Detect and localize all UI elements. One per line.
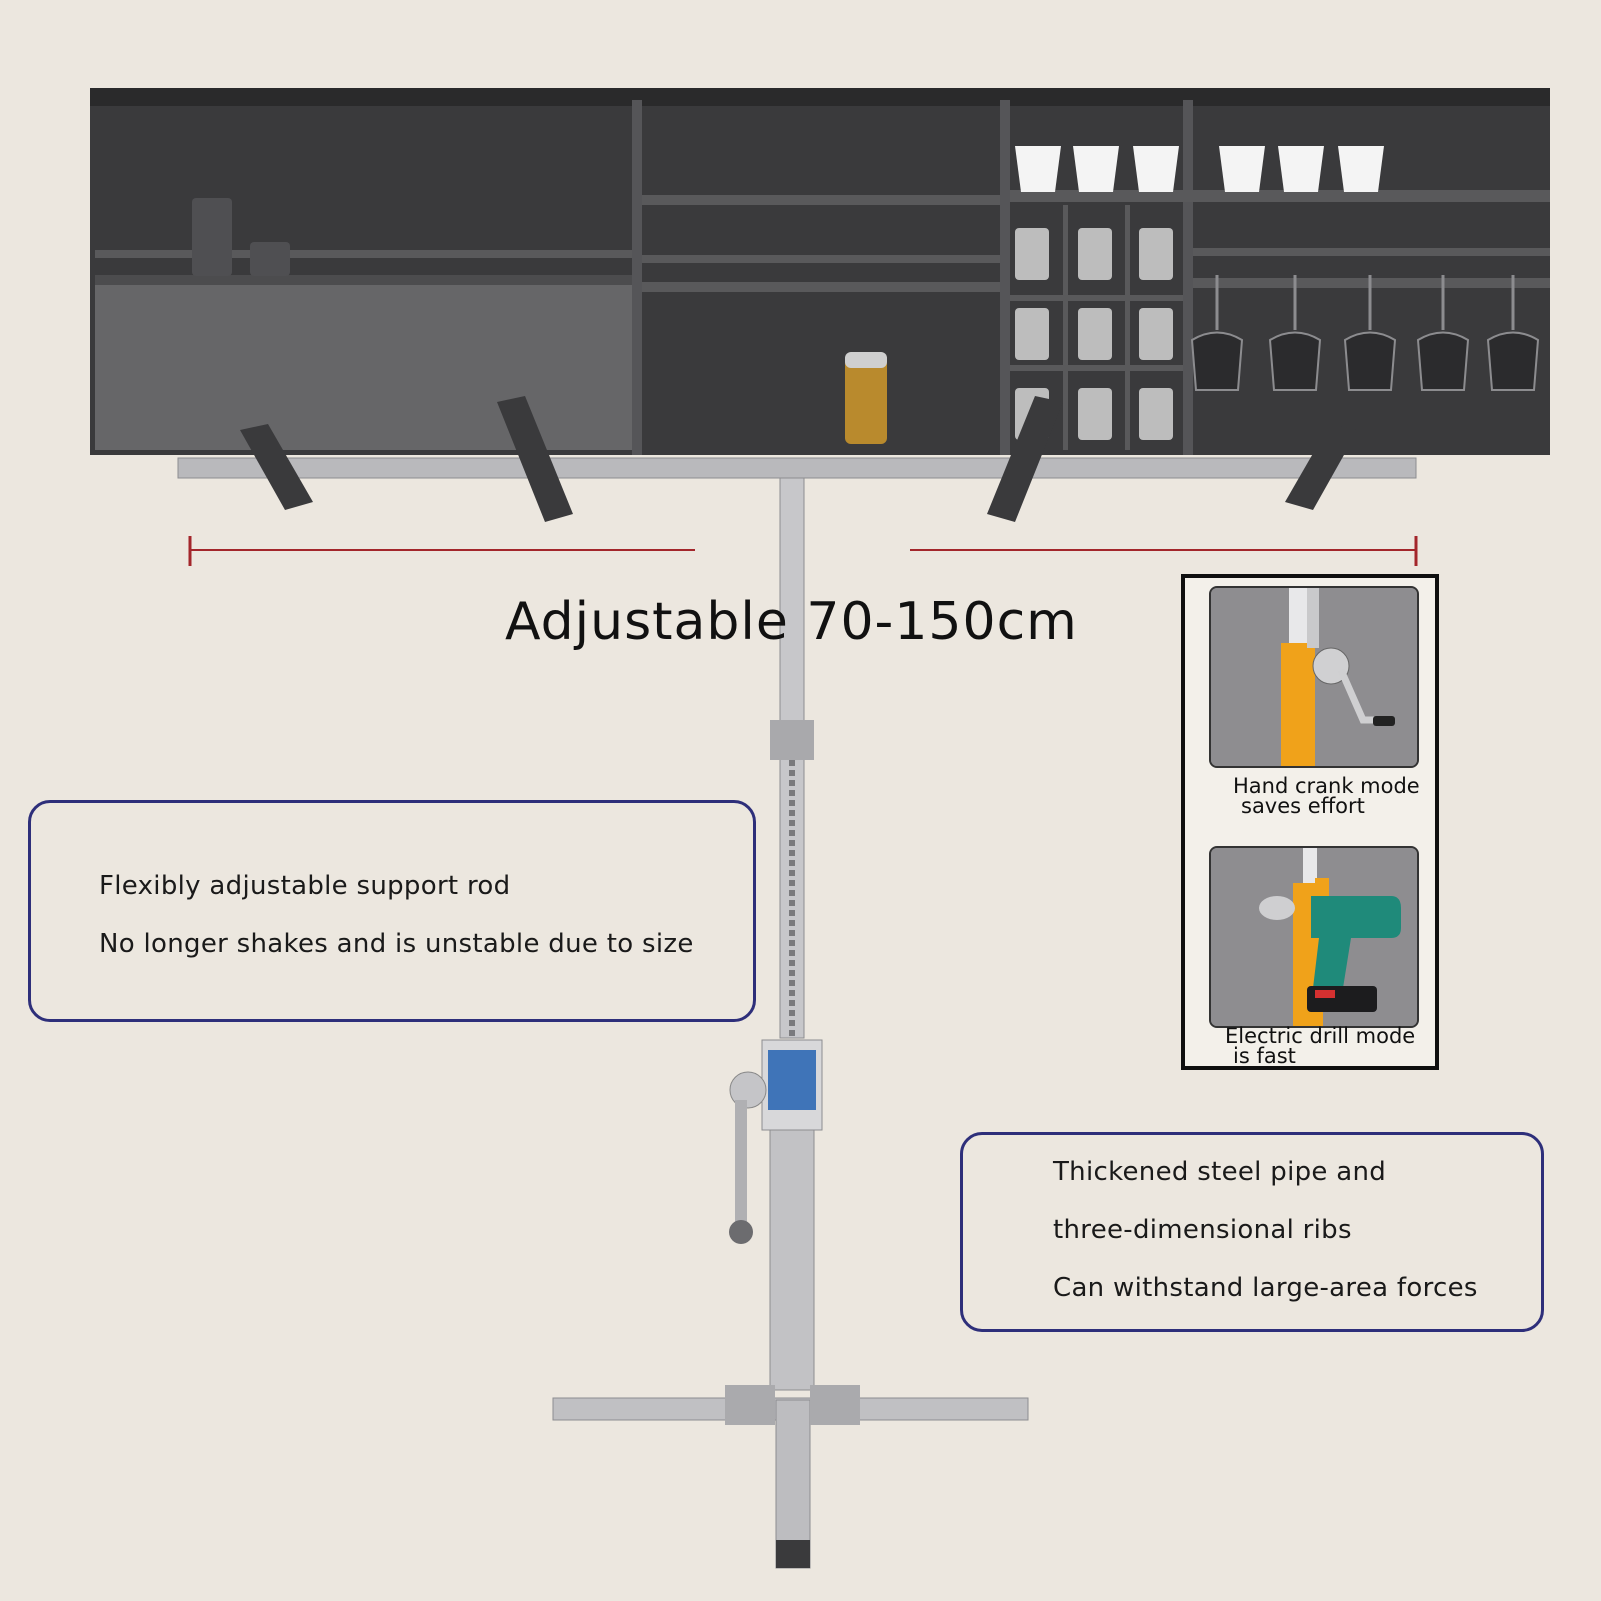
adjustable-range-headline: Adjustable 70-150cm xyxy=(505,592,1078,652)
operation-modes-inset: Hand crank mode saves effort Electric dr… xyxy=(1181,574,1439,1070)
feature-line-4: three-dimensional ribs xyxy=(1053,1215,1352,1245)
feature-line-1: Flexibly adjustable support rod xyxy=(99,871,511,901)
hand-crank-caption-1: Hand crank mode xyxy=(1233,774,1420,798)
feature-line-5: Can withstand large-area forces xyxy=(1053,1273,1478,1303)
feature-box-support-rod: Flexibly adjustable support rod No longe… xyxy=(28,800,756,1022)
wall-cabinet xyxy=(90,88,1550,455)
measure-lines xyxy=(188,536,1418,566)
hand-crank-caption-2: saves effort xyxy=(1241,794,1365,818)
electric-drill-caption-2: is fast xyxy=(1233,1044,1296,1068)
electric-drill-photo xyxy=(1209,846,1419,1028)
feature-line-3: Thickened steel pipe and xyxy=(1053,1157,1387,1187)
electric-drill-caption-1: Electric drill mode xyxy=(1225,1024,1416,1048)
support-tbar xyxy=(177,396,1417,1569)
feature-box-steel-pipe: Thickened steel pipe and three-dimension… xyxy=(960,1132,1544,1332)
hand-crank-photo xyxy=(1209,586,1419,768)
feature-line-2: No longer shakes and is unstable due to … xyxy=(99,929,694,959)
